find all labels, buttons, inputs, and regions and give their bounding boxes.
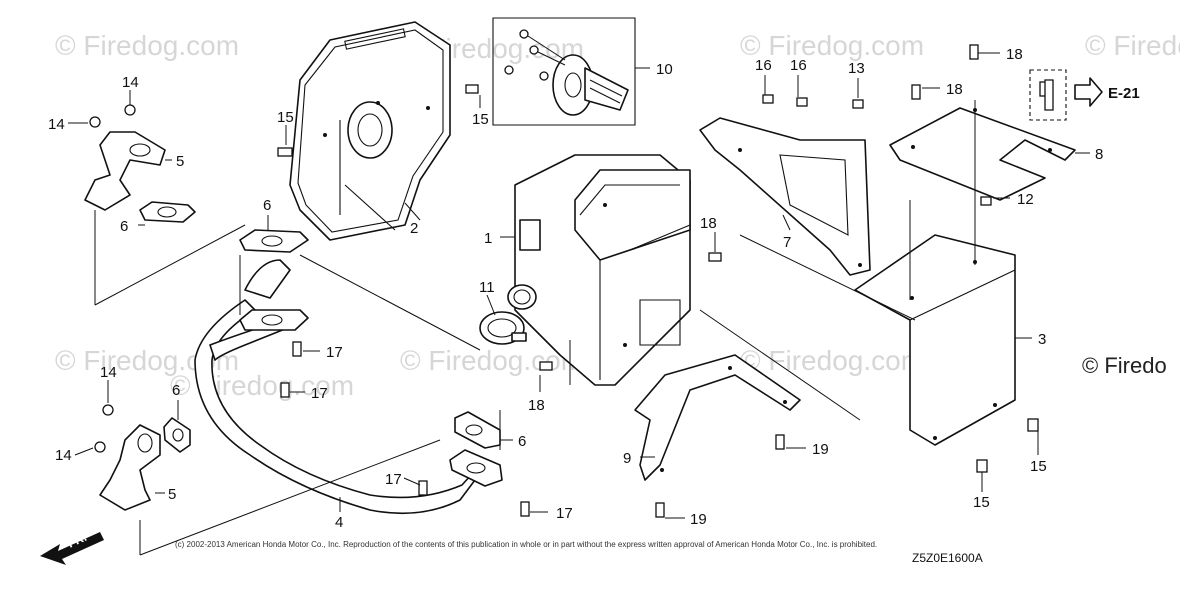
callout-17: 17 [326,344,343,361]
watermark: © Firedog.com [740,30,924,61]
callout-6: 6 [120,218,128,235]
copyright-notice: (c) 2002-2013 American Honda Motor Co., … [175,540,877,549]
callout-19: 19 [690,511,707,528]
top-bracket [889,107,1076,201]
callout-14: 14 [122,74,139,91]
callout-5: 5 [168,486,176,503]
callout-17: 17 [311,385,328,402]
watermark: © Firedog.com [740,345,924,376]
callout-15: 15 [277,109,294,126]
muffler-protector [289,21,451,241]
callout-11: 11 [479,279,495,296]
callout-13: 13 [848,60,865,77]
callout-17: 17 [385,471,402,488]
callout-14: 14 [48,116,65,133]
callouts: 1 2 3 4 5 5 6 6 6 6 7 8 9 10 11 12 13 14… [48,46,1103,531]
callout-12: 12 [1017,191,1034,208]
gaskets [139,201,503,487]
diagram-code: Z5Z0E1600A [912,551,983,565]
callout-leaders [68,52,1090,519]
callout-16: 16 [790,57,807,74]
callout-6: 6 [263,197,271,214]
spark-arrester-box [492,17,636,126]
callout-18: 18 [946,81,963,98]
flanges [84,131,166,511]
callout-10: 10 [656,61,673,78]
callout-4: 4 [335,514,343,531]
watermark-dark: © Firedo [1082,353,1167,378]
callout-16: 16 [755,57,772,74]
callout-18: 18 [528,397,545,414]
callout-19: 19 [812,441,829,458]
callout-1: 1 [484,230,492,247]
callout-9: 9 [623,450,631,467]
callout-14: 14 [100,364,117,381]
callout-6: 6 [518,433,526,450]
callout-18: 18 [1006,46,1023,63]
callout-7: 7 [783,234,791,251]
callout-5: 5 [176,153,184,170]
callout-2: 2 [410,220,418,237]
heat-shield [854,234,1016,446]
callout-15: 15 [1030,458,1047,475]
reference-box: E-21 [1029,69,1140,121]
callout-17: 17 [556,505,573,522]
callout-8: 8 [1095,146,1103,163]
callout-15: 15 [472,111,489,128]
watermark: © Firedog.com [55,30,239,61]
muffler-bracket [699,117,871,276]
front-arrow: FR. [40,530,104,565]
watermark: © Firedog.com [400,345,584,376]
callout-3: 3 [1038,331,1046,348]
callout-15: 15 [973,494,990,511]
callout-6: 6 [172,382,180,399]
callout-18: 18 [700,215,717,232]
muffler [507,154,691,386]
callout-14: 14 [55,447,72,464]
clamp [479,311,527,345]
watermark: © Firedog.com [1085,30,1180,61]
guide-lines [94,100,976,556]
reference-label: E-21 [1108,85,1140,102]
